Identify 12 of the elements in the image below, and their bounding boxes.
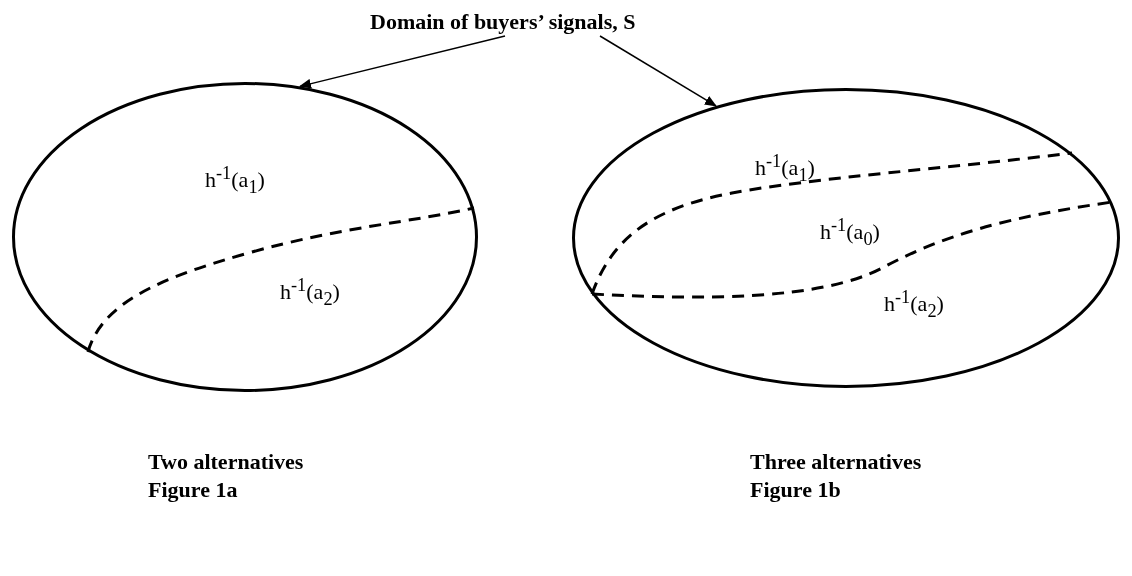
- region-label: h$^{-1}$(a$_{0}$): [820, 214, 880, 251]
- arrow: [599, 35, 717, 107]
- region-label: h$^{-1}$(a$_{2}$): [280, 274, 340, 311]
- figure-caption: Figure 1b: [750, 476, 841, 504]
- region-label: h$^{-1}$(a$_{1}$): [755, 150, 815, 187]
- region-label: h$^{-1}$(a$_{1}$): [205, 162, 265, 199]
- heading-label: Domain of buyers’ signals, S: [370, 8, 720, 36]
- figure-caption: Three alternatives: [750, 448, 922, 476]
- region-label: h$^{-1}$(a$_{2}$): [884, 286, 944, 323]
- figure-caption: Two alternatives: [148, 448, 304, 476]
- arrow: [299, 35, 506, 89]
- figure-caption: Figure 1a: [148, 476, 238, 504]
